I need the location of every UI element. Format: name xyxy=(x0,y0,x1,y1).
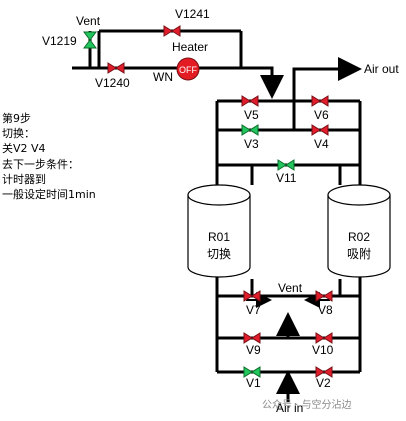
valve-v4[interactable] xyxy=(311,124,329,136)
label-v1: V1 xyxy=(246,376,261,390)
label-v6: V6 xyxy=(314,108,329,122)
label-v7: V7 xyxy=(246,303,261,317)
step-line: 关V2 V4 xyxy=(2,142,46,156)
vessel-r01[interactable]: R01 切换 xyxy=(187,184,251,278)
label-v8: V8 xyxy=(318,303,333,317)
label-v9: V9 xyxy=(246,343,261,357)
valve-v3[interactable] xyxy=(241,124,259,136)
label-v1241: V1241 xyxy=(175,7,210,21)
label-heater: Heater xyxy=(172,40,208,54)
valve-v10[interactable] xyxy=(315,332,333,344)
valve-v5[interactable] xyxy=(241,95,259,107)
step-line: 计时器到 xyxy=(2,172,46,186)
label-v4: V4 xyxy=(314,137,329,151)
valve-v6[interactable] xyxy=(311,95,329,107)
heater[interactable]: OFF xyxy=(176,57,200,81)
valve-v1[interactable] xyxy=(243,366,261,378)
step-line: 去下一步条件： xyxy=(2,157,79,171)
heater-state-text: OFF xyxy=(179,65,197,75)
valve-v8[interactable] xyxy=(315,290,333,302)
valve-v11[interactable] xyxy=(277,159,295,171)
label-v2: V2 xyxy=(316,376,331,390)
step-line: 切换： xyxy=(2,127,35,141)
label-v11: V11 xyxy=(276,171,297,185)
label-v1219: V1219 xyxy=(42,34,77,48)
label-v5: V5 xyxy=(244,108,259,122)
label-r01-name: R01 xyxy=(208,230,230,244)
step-description: 第9步 切换： 关V2 V4 去下一步条件： 计时器到 一般设定时间1min xyxy=(2,111,122,202)
label-wn: WN xyxy=(153,70,173,84)
valve-v1219[interactable] xyxy=(83,31,97,49)
label-vent-bottom: Vent xyxy=(278,281,303,295)
label-r02-name: R02 xyxy=(348,230,370,244)
valve-v1241[interactable] xyxy=(163,25,181,37)
valve-v2[interactable] xyxy=(315,366,333,378)
air-out-piping xyxy=(292,67,348,101)
label-v3: V3 xyxy=(244,137,259,151)
valve-v7[interactable] xyxy=(243,290,261,302)
vessel-r02[interactable]: R02 吸附 xyxy=(327,184,391,278)
watermark: 公众号 · 与空分沾边 xyxy=(262,400,352,411)
step-line: 一般设定时间1min xyxy=(2,188,96,202)
valve-v9[interactable] xyxy=(243,332,261,344)
label-vent-top: Vent xyxy=(76,14,101,28)
label-v10: V10 xyxy=(312,343,334,357)
label-r01-state: 切换 xyxy=(207,247,231,261)
label-r02-state: 吸附 xyxy=(347,247,371,261)
step-line: 第9步 xyxy=(2,112,31,125)
label-v1240: V1240 xyxy=(95,76,130,90)
label-air-out: Air out xyxy=(364,62,399,76)
label-air-in: Air in xyxy=(276,401,303,415)
valve-v1240[interactable] xyxy=(107,62,125,74)
